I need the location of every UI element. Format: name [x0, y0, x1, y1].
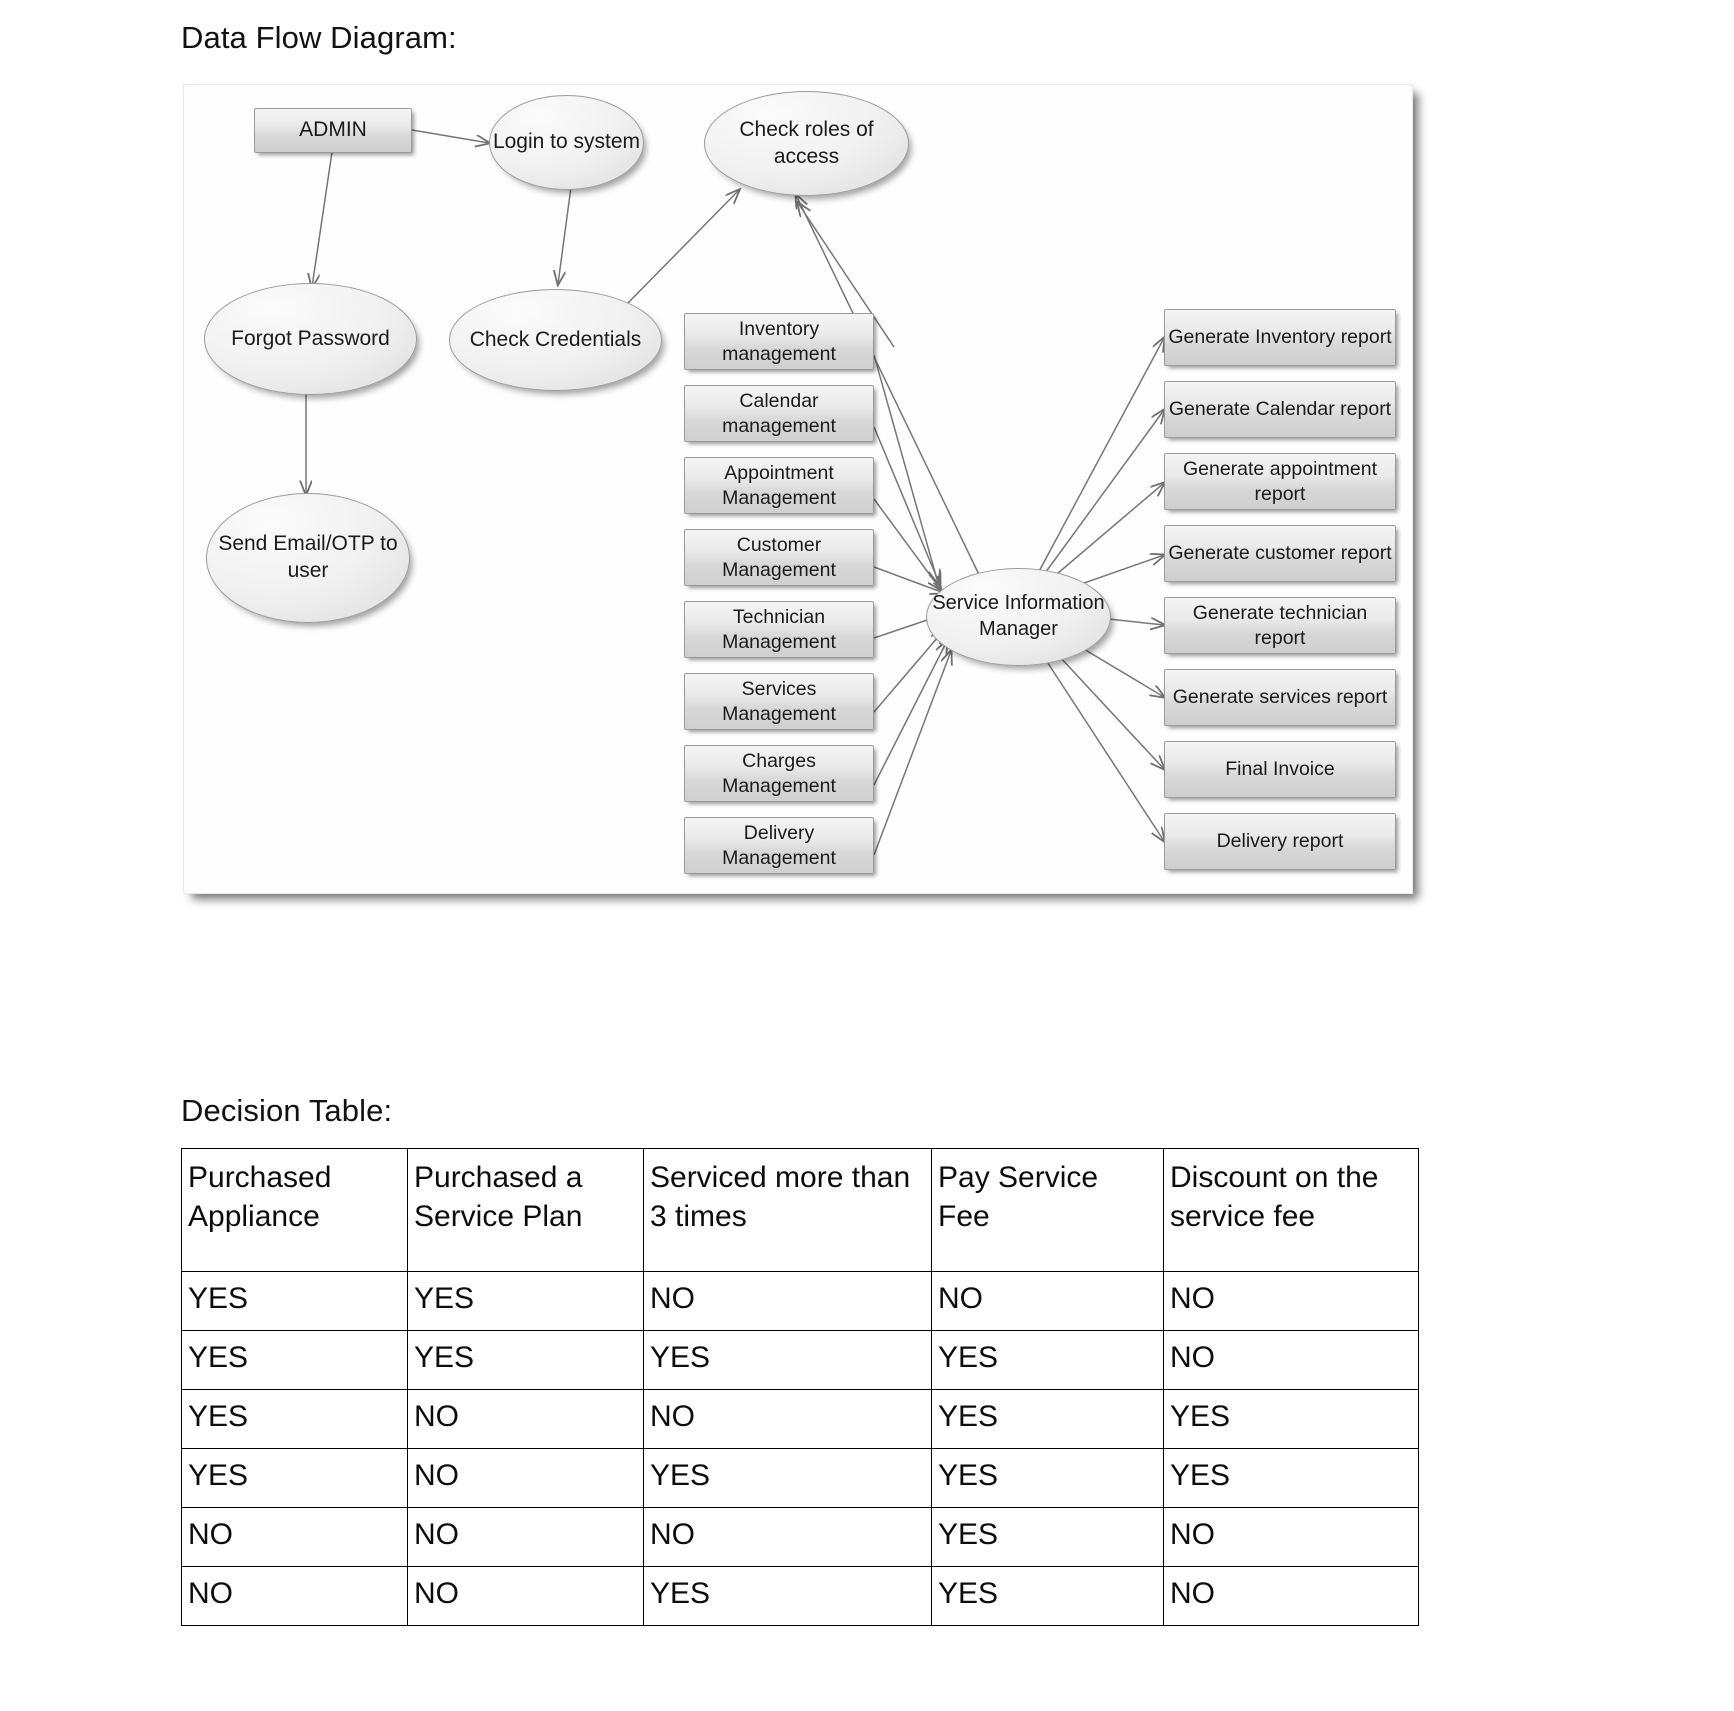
table-cell: YES — [181, 1448, 408, 1508]
node-login-to-system-label: Login to system — [492, 130, 641, 154]
table-cell: YES — [643, 1448, 932, 1508]
node-generate-services-report[interactable]: Generate services report — [1164, 669, 1396, 726]
table-cell: YES — [643, 1330, 932, 1390]
node-inventory-management-label: Inventory management — [722, 317, 836, 365]
table-cell: NO — [643, 1507, 932, 1567]
node-admin[interactable]: ADMIN — [254, 108, 412, 153]
node-generate-customer-report[interactable]: Generate customer report — [1164, 525, 1396, 582]
table-cell: YES — [931, 1448, 1164, 1508]
node-generate-appointment-report[interactable]: Generate appointment report — [1164, 453, 1396, 510]
node-generate-technician-report-label: Generate technician report — [1192, 601, 1368, 649]
table-cell: YES — [1163, 1448, 1419, 1508]
node-technician-management-label: Technician Management — [722, 605, 836, 653]
node-forgot-password-label: Forgot Password — [231, 326, 390, 350]
node-login-to-system[interactable]: Login to system — [489, 95, 644, 190]
node-generate-inventory-report-label: Generate Inventory report — [1168, 326, 1392, 349]
node-customer-management-label: Customer Management — [722, 533, 836, 581]
node-check-roles-of-access[interactable]: Check roles of access — [704, 91, 909, 196]
decision-table: Purchased Appliance Purchased a Service … — [181, 1148, 1419, 1626]
decision-table-header-cell: Discount on the service fee — [1163, 1148, 1419, 1272]
node-generate-services-report-label: Generate services report — [1172, 686, 1388, 709]
table-cell: NO — [643, 1389, 932, 1449]
table-cell: YES — [181, 1271, 408, 1331]
decision-table-wrapper: Purchased Appliance Purchased a Service … — [181, 1148, 1419, 1626]
node-technician-management[interactable]: Technician Management — [684, 601, 874, 658]
decision-table-header-cell: Purchased Appliance — [181, 1148, 408, 1272]
table-cell: NO — [407, 1389, 644, 1449]
node-appointment-management-label: Appointment Management — [722, 461, 836, 509]
table-row: NO NO NO YES NO — [181, 1507, 1419, 1567]
decision-table-header-cell: Purchased a Service Plan — [407, 1148, 644, 1272]
node-delivery-report-label: Delivery report — [1216, 830, 1344, 853]
table-row: YES YES NO NO NO — [181, 1271, 1419, 1331]
node-generate-inventory-report[interactable]: Generate Inventory report — [1164, 309, 1396, 366]
table-row: YES NO YES YES YES — [181, 1448, 1419, 1508]
table-cell: NO — [1163, 1271, 1419, 1331]
node-delivery-report[interactable]: Delivery report — [1164, 813, 1396, 870]
table-row: NO NO YES YES NO — [181, 1566, 1419, 1626]
table-cell: NO — [1163, 1507, 1419, 1567]
node-charges-management-label: Charges Management — [722, 749, 836, 797]
node-appointment-management[interactable]: Appointment Management — [684, 457, 874, 514]
decision-table-header-cell: Serviced more than 3 times — [643, 1148, 932, 1272]
node-service-information-manager[interactable]: Service Information Manager — [926, 568, 1111, 666]
node-inventory-management[interactable]: Inventory management — [684, 313, 874, 370]
node-send-email-otp-to-user-label: Send Email/OTP to user — [218, 532, 398, 582]
diagram-canvas: ADMIN Login to system Check roles of acc… — [184, 85, 1412, 893]
node-generate-calendar-report-label: Generate Calendar report — [1168, 398, 1392, 421]
table-cell: YES — [407, 1330, 644, 1390]
node-generate-calendar-report[interactable]: Generate Calendar report — [1164, 381, 1396, 438]
node-services-management[interactable]: Services Management — [684, 673, 874, 730]
table-cell: NO — [931, 1271, 1164, 1331]
table-cell: NO — [1163, 1330, 1419, 1390]
node-check-credentials[interactable]: Check Credentials — [449, 289, 662, 391]
decision-table-body: YES YES NO NO NO YES YES YES YES NO YES … — [181, 1271, 1419, 1626]
table-cell: NO — [181, 1566, 408, 1626]
table-cell: NO — [407, 1448, 644, 1508]
data-flow-diagram-figure: ADMIN Login to system Check roles of acc… — [183, 84, 1413, 894]
decision-table-header-row: Purchased Appliance Purchased a Service … — [181, 1148, 1419, 1272]
node-admin-label: ADMIN — [299, 118, 367, 142]
table-cell: NO — [1163, 1566, 1419, 1626]
table-cell: YES — [931, 1330, 1164, 1390]
node-generate-appointment-report-label: Generate appointment report — [1182, 457, 1378, 505]
node-forgot-password[interactable]: Forgot Password — [204, 283, 417, 395]
node-check-credentials-label: Check Credentials — [469, 327, 642, 351]
node-send-email-otp-to-user[interactable]: Send Email/OTP to user — [206, 493, 410, 623]
node-service-information-manager-label: Service Information Manager — [932, 592, 1105, 640]
data-flow-diagram-caption: Data Flow Diagram: — [181, 20, 457, 55]
table-cell: YES — [931, 1389, 1164, 1449]
table-row: YES NO NO YES YES — [181, 1389, 1419, 1449]
node-calendar-management-label: Calendar management — [722, 389, 836, 437]
node-charges-management[interactable]: Charges Management — [684, 745, 874, 802]
node-final-invoice-label: Final Invoice — [1225, 758, 1335, 781]
node-delivery-management-label: Delivery Management — [722, 821, 836, 869]
table-cell: YES — [181, 1389, 408, 1449]
node-delivery-management[interactable]: Delivery Management — [684, 817, 874, 874]
node-services-management-label: Services Management — [722, 677, 836, 725]
node-generate-technician-report[interactable]: Generate technician report — [1164, 597, 1396, 654]
node-generate-customer-report-label: Generate customer report — [1168, 542, 1392, 565]
node-customer-management[interactable]: Customer Management — [684, 529, 874, 586]
table-cell: YES — [407, 1271, 644, 1331]
node-calendar-management[interactable]: Calendar management — [684, 385, 874, 442]
table-cell: NO — [643, 1271, 932, 1331]
table-cell: YES — [931, 1507, 1164, 1567]
table-cell: NO — [407, 1566, 644, 1626]
decision-table-header-cell: Pay Service Fee — [931, 1148, 1164, 1272]
node-final-invoice[interactable]: Final Invoice — [1164, 741, 1396, 798]
table-cell: YES — [1163, 1389, 1419, 1449]
node-check-roles-of-access-label: Check roles of access — [739, 117, 874, 168]
decision-table-head: Purchased Appliance Purchased a Service … — [181, 1148, 1419, 1272]
table-cell: NO — [407, 1507, 644, 1567]
table-cell: YES — [931, 1566, 1164, 1626]
table-row: YES YES YES YES NO — [181, 1330, 1419, 1390]
decision-table-caption: Decision Table: — [181, 1093, 393, 1128]
table-cell: YES — [181, 1330, 408, 1390]
table-cell: NO — [181, 1507, 408, 1567]
table-cell: YES — [643, 1566, 932, 1626]
